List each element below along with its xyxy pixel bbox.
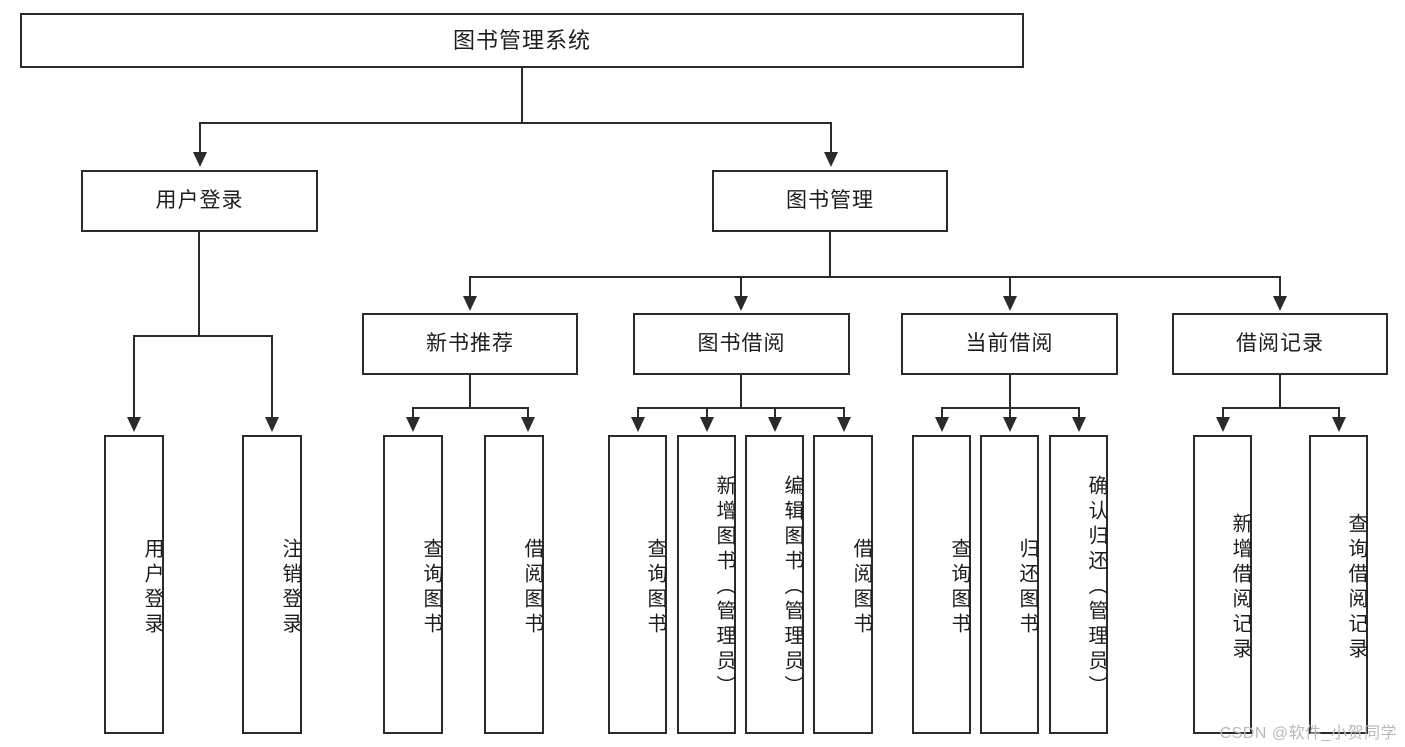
arrow-bb-to-leaf-1 — [631, 417, 645, 432]
node-label: 新增图书（管理员） — [713, 475, 735, 700]
connector-br-to-leaf-1 — [1222, 407, 1224, 419]
connector-user-login-stem — [198, 232, 200, 335]
connector-nbr-to-leaf-2 — [527, 407, 529, 419]
node-label: 用户登录 — [155, 188, 244, 212]
node-label: 归还图书 — [1016, 537, 1038, 638]
connector-br-to-leaf-2 — [1338, 407, 1340, 419]
connector-bb-stem — [740, 375, 742, 407]
connector-book-manage-stem — [829, 232, 831, 276]
connector-root-to-book-manage — [830, 122, 832, 154]
arrow-nbr-to-leaf-1 — [406, 417, 420, 432]
leaf-nbr-query-book[interactable]: 查询图书 — [383, 435, 443, 734]
leaf-nbr-borrow-book[interactable]: 借阅图书 — [484, 435, 544, 734]
connector-user-login-to-leaf-2 — [271, 335, 273, 419]
node-user-login[interactable]: 用户登录 — [81, 170, 318, 232]
arrow-user-login-to-leaf-1 — [127, 417, 141, 432]
node-label: 新增借阅记录 — [1229, 512, 1251, 663]
connector-cb-stem — [1009, 375, 1011, 407]
connector-bb-to-leaf-1 — [637, 407, 639, 419]
leaf-user-login-logout[interactable]: 注销登录 — [242, 435, 302, 734]
leaf-br-query-record[interactable]: 查询借阅记录 — [1309, 435, 1368, 734]
node-borrow-record[interactable]: 借阅记录 — [1172, 313, 1388, 375]
arrow-bm-to-current-borrow — [1003, 296, 1017, 311]
arrow-br-to-leaf-1 — [1216, 417, 1230, 432]
arrow-br-to-leaf-2 — [1332, 417, 1346, 432]
node-label: 新书推荐 — [426, 331, 514, 355]
arrow-root-to-user-login — [193, 152, 207, 167]
connector-bm-to-new-book — [469, 276, 471, 298]
connector-user-login-to-leaf-1 — [133, 335, 135, 419]
node-label: 编辑图书（管理员） — [781, 475, 803, 700]
node-label: 查询图书 — [420, 537, 442, 638]
arrow-bb-to-leaf-2 — [700, 417, 714, 432]
connector-br-bus — [1222, 407, 1338, 409]
leaf-bb-borrow-book[interactable]: 借阅图书 — [813, 435, 873, 734]
node-label: 图书借阅 — [697, 331, 786, 355]
arrow-bb-to-leaf-4 — [837, 417, 851, 432]
connector-nbr-bus — [412, 407, 527, 409]
node-label: 查询借阅记录 — [1345, 512, 1367, 663]
leaf-cb-query-book[interactable]: 查询图书 — [912, 435, 971, 734]
node-book-borrow[interactable]: 图书借阅 — [633, 313, 850, 375]
node-label: 注销登录 — [279, 537, 301, 638]
connector-bb-to-leaf-3 — [774, 407, 776, 419]
node-label: 借阅记录 — [1236, 331, 1324, 355]
connector-nbr-stem — [469, 375, 471, 407]
arrow-user-login-to-leaf-2 — [265, 417, 279, 432]
connector-root-to-user-login — [199, 122, 201, 154]
connector-root-stem — [521, 68, 523, 122]
node-label: 借阅图书 — [521, 537, 543, 638]
arrow-cb-to-leaf-2 — [1003, 417, 1017, 432]
leaf-cb-return-book[interactable]: 归还图书 — [980, 435, 1039, 734]
leaf-cb-confirm-return[interactable]: 确认归还（管理员） — [1049, 435, 1108, 734]
connector-br-stem — [1279, 375, 1281, 407]
connector-bm-to-borrow-record — [1279, 276, 1281, 298]
connector-user-login-bus — [133, 335, 271, 337]
leaf-user-login-login[interactable]: 用户登录 — [104, 435, 164, 734]
connector-root-bus — [199, 122, 831, 124]
leaf-bb-query-book[interactable]: 查询图书 — [608, 435, 667, 734]
connector-cb-to-leaf-1 — [941, 407, 943, 419]
connector-book-manage-bus — [469, 276, 1280, 278]
node-label: 图书管理 — [786, 188, 874, 212]
arrow-bm-to-borrow-record — [1273, 296, 1287, 311]
arrow-bm-to-new-book — [463, 296, 477, 311]
connector-bb-bus — [637, 407, 843, 409]
arrow-cb-to-leaf-1 — [935, 417, 949, 432]
arrow-nbr-to-leaf-2 — [521, 417, 535, 432]
connector-bm-to-current-borrow — [1009, 276, 1011, 298]
node-label: 图书管理系统 — [452, 27, 591, 53]
node-label: 查询图书 — [948, 537, 970, 638]
leaf-bb-add-book[interactable]: 新增图书（管理员） — [677, 435, 736, 734]
connector-bm-to-book-borrow — [740, 276, 742, 298]
node-new-book-recommend[interactable]: 新书推荐 — [362, 313, 578, 375]
node-label: 用户登录 — [141, 537, 163, 638]
arrow-root-to-book-manage — [824, 152, 838, 167]
connector-bb-to-leaf-4 — [843, 407, 845, 419]
csdn-watermark: CSDN @软件_小贺同学 — [1219, 725, 1397, 742]
leaf-br-add-record[interactable]: 新增借阅记录 — [1193, 435, 1252, 734]
node-label: 查询图书 — [644, 537, 666, 638]
connector-nbr-to-leaf-1 — [412, 407, 414, 419]
node-label: 确认归还（管理员） — [1085, 475, 1107, 700]
node-root-system[interactable]: 图书管理系统 — [20, 13, 1024, 68]
node-label: 当前借阅 — [965, 331, 1054, 355]
arrow-bb-to-leaf-3 — [768, 417, 782, 432]
connector-bb-to-leaf-2 — [706, 407, 708, 419]
node-current-borrow[interactable]: 当前借阅 — [901, 313, 1118, 375]
arrow-bm-to-book-borrow — [734, 296, 748, 311]
leaf-bb-edit-book[interactable]: 编辑图书（管理员） — [745, 435, 804, 734]
arrow-cb-to-leaf-3 — [1072, 417, 1086, 432]
node-book-manage[interactable]: 图书管理 — [712, 170, 948, 232]
connector-cb-to-leaf-2 — [1009, 407, 1011, 419]
connector-cb-to-leaf-3 — [1078, 407, 1080, 419]
node-label: 借阅图书 — [850, 537, 872, 638]
